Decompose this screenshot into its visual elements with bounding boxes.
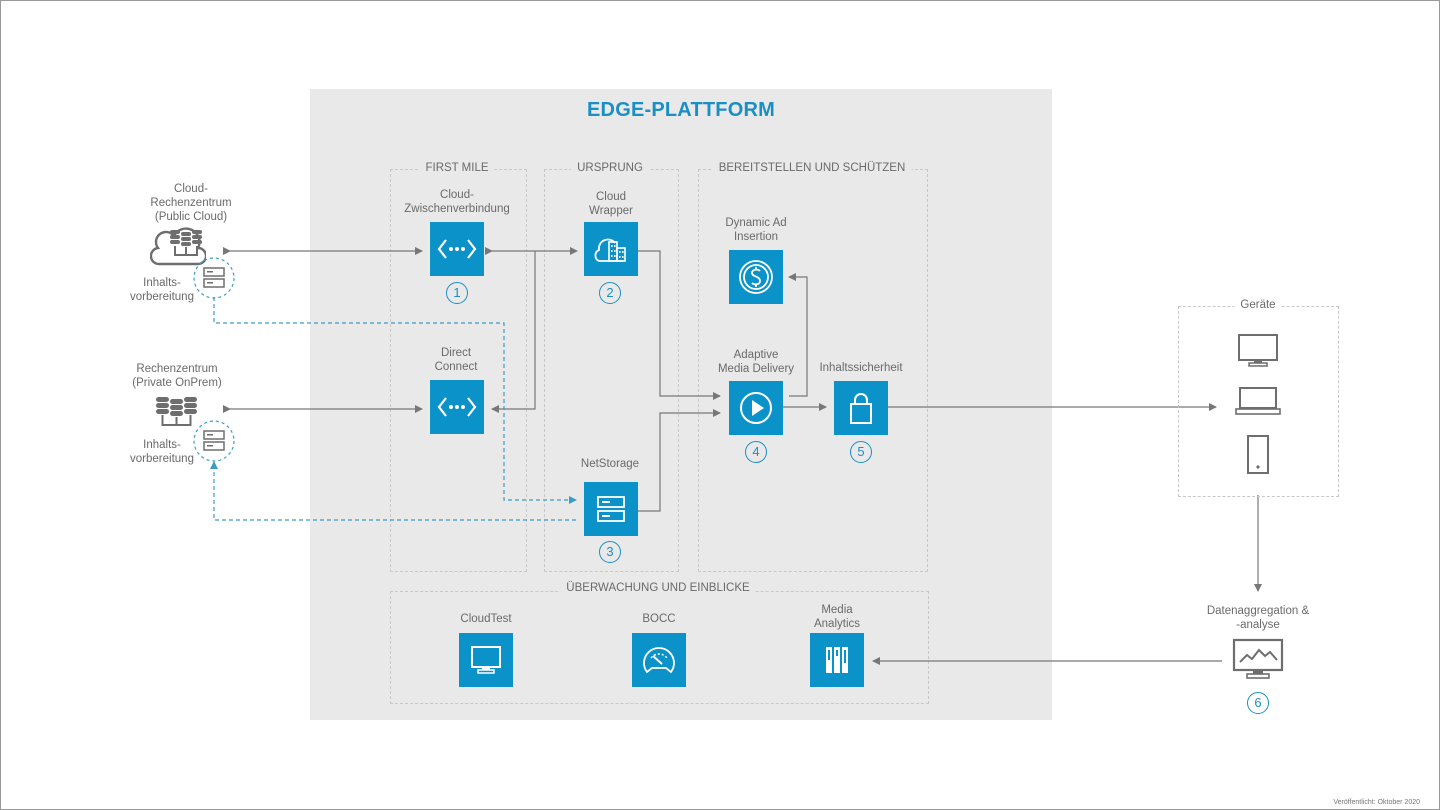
security-label: Inhaltssicherheit [819, 362, 903, 374]
direct-connect-label: Direct Connect [434, 347, 478, 373]
laptop-icon [1235, 387, 1281, 415]
lock-icon [850, 393, 872, 424]
cloud-wrapper-label: Cloud Wrapper [589, 191, 633, 217]
direct-connect-node[interactable] [430, 380, 484, 434]
bocc-label: BOCC [642, 613, 676, 625]
step-number-4: 4 [745, 441, 767, 463]
cloud-wrapper-node[interactable] [584, 222, 638, 276]
content-prep-server-icon [193, 257, 235, 299]
private-prep-label: Inhalts- vorbereitung [130, 439, 194, 465]
content-security-node[interactable] [834, 381, 888, 435]
devices-label: Geräte [1234, 299, 1282, 311]
dashboard-gauge-icon [643, 647, 675, 674]
cloudtest-node[interactable] [459, 633, 513, 687]
public-cloud-label: Cloud- Rechenzentrum (Public Cloud) [150, 183, 232, 223]
dollar-coin-icon [739, 260, 773, 294]
media-analytics-label: Media Analytics [813, 604, 861, 630]
amd-node[interactable] [729, 381, 783, 435]
cloud-datacenter-icon [150, 227, 206, 266]
monitor-icon [1238, 334, 1278, 367]
zone-monitoring-label: ÜBERWACHUNG UND EINBLICKE [560, 582, 756, 594]
zone-origin-label: URSPRUNG [571, 162, 649, 174]
storage-server-icon [597, 496, 625, 522]
dai-label: Dynamic Ad Insertion [725, 217, 787, 243]
netstorage-label: NetStorage [580, 458, 640, 470]
step-number-2: 2 [599, 282, 621, 304]
connection-icon [437, 239, 477, 259]
step-number-5: 5 [850, 441, 872, 463]
phone-icon [1247, 435, 1269, 474]
connection-icon [437, 397, 477, 417]
data-aggregation-label: Datenaggregation & -analyse [1206, 605, 1310, 631]
cloudtest-label: CloudTest [460, 613, 512, 625]
bocc-node[interactable] [632, 633, 686, 687]
step-number-1: 1 [446, 282, 468, 304]
zone-first-mile-label: FIRST MILE [419, 162, 495, 174]
cloud-interconnect-label: Cloud- Zwischenverbindung [404, 189, 510, 215]
netstorage-node[interactable] [584, 482, 638, 536]
published-date: Veröffentlicht: Oktober 2020 [1333, 799, 1420, 806]
amd-label: Adaptive Media Delivery [717, 349, 795, 375]
cloud-interconnect-node[interactable] [430, 222, 484, 276]
datacenter-icon [156, 397, 197, 426]
monitor-icon [471, 646, 501, 674]
step-number-6: 6 [1247, 692, 1269, 714]
zone-deliver-label: BEREITSTELLEN UND SCHÜTZEN [712, 162, 912, 174]
platform-title: EDGE-PLATTFORM [587, 99, 775, 121]
private-datacenter-label: Rechenzentrum (Private OnPrem) [132, 363, 222, 389]
cloud-buildings-icon [594, 238, 626, 262]
public-prep-label: Inhalts- vorbereitung [130, 277, 194, 303]
media-analytics-node[interactable] [810, 633, 864, 687]
bar-analytics-icon [826, 647, 848, 673]
dai-node[interactable] [729, 250, 783, 304]
analytics-monitor-icon [1232, 638, 1284, 679]
content-prep-server-icon [193, 420, 235, 462]
step-number-3: 3 [599, 541, 621, 563]
play-icon [740, 392, 772, 424]
